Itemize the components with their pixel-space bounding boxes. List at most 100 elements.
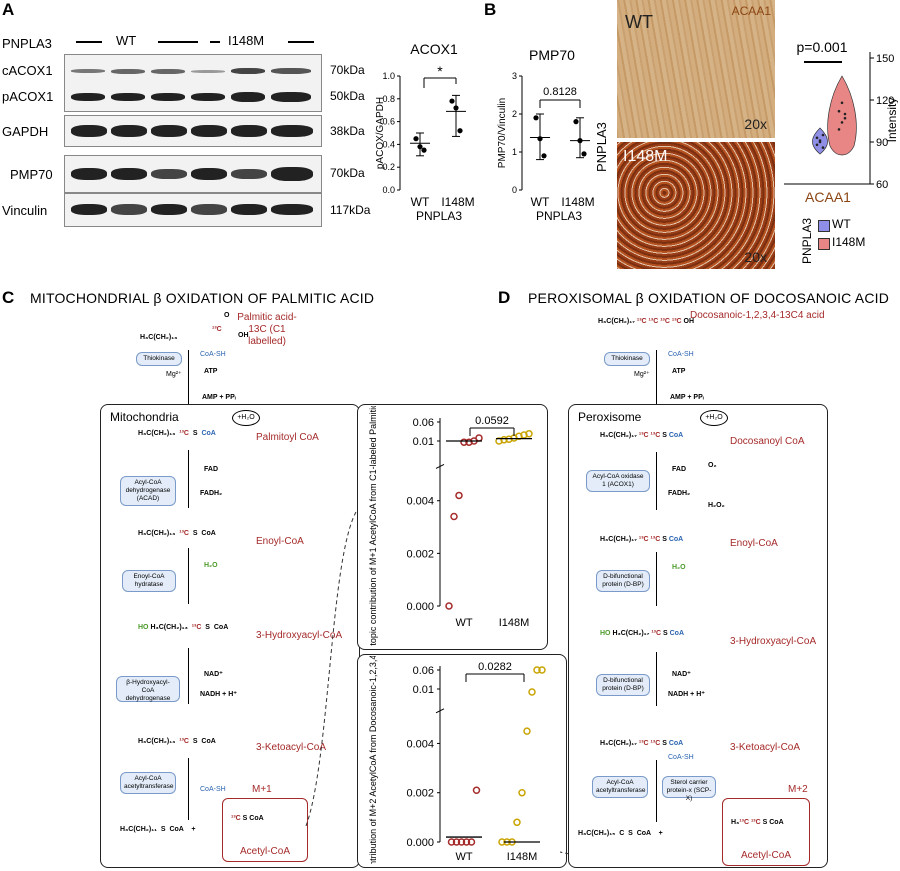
- m1-x-wt: WT: [455, 617, 472, 629]
- nad-d: NAD⁺: [672, 671, 691, 678]
- acox1-ytick-label: 0.0: [382, 185, 395, 195]
- violin-point: [843, 112, 847, 116]
- violin-mut: [827, 75, 857, 156]
- histology-wt-label: WT: [625, 12, 653, 32]
- arrow-d-2: [656, 552, 657, 606]
- m1-x-mut: I148M: [499, 617, 530, 629]
- fadh-c: FADH₂: [200, 490, 223, 497]
- peroxisome-label: Peroxisome: [578, 410, 642, 424]
- m1-point: [450, 512, 458, 521]
- enoyl-structure-c: H₃C(CH₂)₁₃ ¹³C S CoA: [138, 530, 216, 537]
- hydroxyacyl-structure-d: HO H₃C(CH₂)₁₇ ¹³C S CoA: [600, 630, 684, 637]
- m1-point: [460, 438, 468, 446]
- step-d-0: Docosanoyl CoA: [730, 436, 805, 447]
- acox1-ylabel: pACOX/GAPDH: [375, 97, 386, 169]
- docosanoyl-structure: H₃C(CH₂)₁₇ ¹³C ¹³C S CoA: [600, 432, 684, 439]
- ketoacyl-structure-d: H₃C(CH₂)₁₇ ¹³C ¹³C S CoA: [600, 740, 684, 747]
- m2-label: M+2: [788, 784, 808, 795]
- m1-point: [525, 430, 533, 438]
- pmp70-point: [541, 153, 547, 159]
- panel-c-title: MITOCHONDRIAL β OXIDATION OF PALMITIC AC…: [30, 290, 375, 306]
- pmp70-ytick-label: 3: [512, 71, 517, 81]
- m2-point: [523, 727, 531, 735]
- m2-ytick-label: 0.002: [406, 788, 434, 800]
- row-label-vinculin: Vinculin: [2, 203, 48, 218]
- lane-header: WT I148M: [76, 33, 328, 49]
- m2-point: [472, 786, 481, 795]
- legend-mut-swatch: [818, 238, 830, 250]
- m2-point: [452, 838, 461, 846]
- fadh-d: FADH₂: [668, 490, 691, 497]
- mg-d: Mg²⁺: [634, 371, 650, 378]
- enzyme-scpx: Sterol carrier protein-x (SCP-X): [662, 776, 716, 802]
- enzyme-hydratase-c: Enoyl-CoA hydratase: [122, 570, 176, 592]
- h2o-oval-c: +H₂O: [232, 410, 260, 426]
- row-label-pacox1: pACOX1: [2, 89, 54, 104]
- legend-wt-label: WT: [832, 217, 851, 231]
- enzyme-acox1: Acyl-CoA oxidase 1 (ACOX1): [586, 470, 650, 492]
- kda-vinculin: 117kDa: [330, 203, 371, 217]
- kda-gapdh: 38kDa: [330, 124, 365, 138]
- acox1-point: [449, 98, 455, 104]
- acox1-point: [457, 128, 463, 134]
- m1-ytick-label: 0.002: [406, 548, 434, 560]
- acox1-point: [421, 147, 427, 153]
- acox1-ytick-label: 1.0: [382, 71, 395, 81]
- pmp70-ylabel: PMP70/Vinculin: [497, 98, 508, 168]
- o2-d: O₂: [708, 462, 717, 469]
- violin-ytick-label: 150: [876, 53, 894, 65]
- h2o-oval-d: +H₂O: [700, 410, 728, 426]
- row-label-pmp70: PMP70: [10, 167, 53, 182]
- violin-xlabel: ACAA1: [805, 189, 851, 205]
- m1-ylabel: Isotopic contribution of M+1 AcetylCoA f…: [368, 406, 378, 646]
- histology-mut: I148M 20x: [617, 142, 775, 269]
- acetyl-coa-label-c: Acetyl-CoA: [239, 846, 290, 857]
- nad-c: NAD⁺: [204, 671, 223, 678]
- blot-vinculin: [64, 193, 322, 227]
- m1-chart: Isotopic contribution of M+1 AcetylCoA f…: [368, 406, 533, 646]
- enzyme-acad: Acyl-CoA dehydrogenase (ACAD): [120, 476, 176, 506]
- docosanoic-label: Docosanoic-1,2,3,4-13C4 acid: [690, 310, 825, 321]
- m1-p: 0.0592: [475, 415, 509, 427]
- row-label-gapdh: GAPDH: [2, 124, 49, 139]
- enzyme-acetyltransferase-d: Acyl-CoA acetyltransferase: [592, 776, 648, 798]
- m1-point: [455, 491, 463, 500]
- step-d-2: 3-Hydroxyacyl-CoA: [730, 636, 817, 647]
- amp-c: AMP + PPᵢ: [202, 394, 236, 401]
- m1-axis-break: [435, 463, 445, 469]
- wt-lane-label: WT: [116, 33, 137, 48]
- m1-ytick-label: 0.01: [413, 436, 434, 448]
- mitochondria-label: Mitochondria: [110, 410, 179, 424]
- m1-ytick-label: 0.000: [406, 601, 434, 613]
- arrow-c-0: [188, 350, 189, 406]
- amp-d: AMP + PPᵢ: [670, 394, 704, 401]
- kda-pacox1: 50kDa: [330, 89, 365, 103]
- m2-point: [538, 666, 546, 674]
- violin-point: [818, 140, 822, 144]
- violin-point: [843, 116, 847, 120]
- blot-pmp70: [64, 155, 322, 193]
- arrow-c-2: [188, 548, 189, 604]
- panel-letter-a: A: [2, 0, 15, 19]
- acox1-sig: *: [437, 63, 443, 79]
- arrow-d-1: [656, 452, 657, 510]
- fad-d: FAD: [672, 466, 686, 473]
- violin-point: [840, 101, 844, 105]
- pmp70-xlabel: PNPLA3: [536, 209, 582, 223]
- m1-point: [445, 602, 453, 610]
- kda-pmp70: 70kDa: [330, 166, 365, 180]
- m2-ytick-label: 0.000: [406, 837, 434, 849]
- violin-point: [837, 128, 841, 131]
- histology-wt-mag: 20x: [744, 116, 767, 132]
- hydroxyacyl-structure-c: HO H₃C(CH₂)₁₃ ¹³C S CoA: [138, 624, 229, 631]
- docosanoic-structure: H₃C(CH₂)₁₇ ¹³C ¹³C ¹³C ¹³C OH: [598, 318, 695, 325]
- kda-cacox1: 70kDa: [330, 63, 365, 77]
- blot-gapdh: [64, 115, 322, 147]
- acox1-x-mut: I148M: [441, 195, 474, 209]
- m2-axis-break: [435, 708, 445, 714]
- m2-point: [457, 838, 466, 846]
- m1-label: M+1: [252, 784, 272, 795]
- m1-point: [465, 438, 473, 446]
